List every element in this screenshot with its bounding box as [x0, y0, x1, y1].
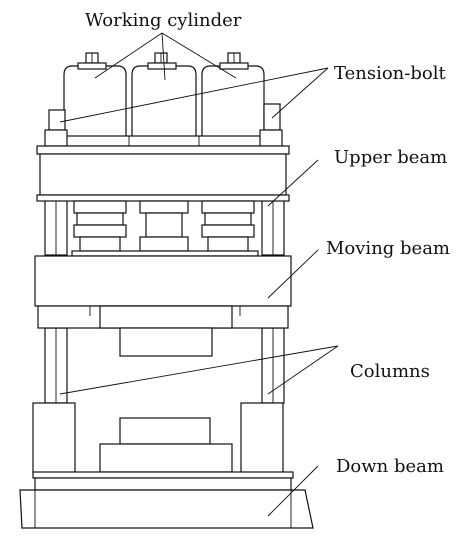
upper-die	[119, 327, 213, 357]
upper-beam	[36, 145, 290, 202]
cylinder-flange	[59, 135, 271, 147]
columns	[44, 194, 285, 404]
down-beam	[19, 477, 314, 529]
lower-frame	[32, 402, 294, 479]
working-cylinders	[59, 52, 271, 147]
label-columns: Columns	[350, 361, 430, 382]
leader-lines	[59, 32, 339, 517]
tension-bolt-left-top	[48, 109, 66, 131]
label-down-beam: Down beam	[336, 456, 444, 477]
pistons	[71, 200, 259, 257]
lower-die	[99, 417, 233, 473]
label-upper-beam: Upper beam	[334, 147, 447, 168]
tension-bolts	[44, 103, 283, 147]
tension-bolt-right-nut	[259, 129, 283, 147]
moving-beam	[34, 255, 292, 357]
column-base-right	[240, 402, 284, 474]
label-working-cylinder: Working cylinder	[85, 10, 242, 31]
tension-bolt-left-nut	[44, 129, 68, 147]
tension-bolt-right-top	[263, 103, 281, 131]
column-base-left	[32, 402, 76, 474]
cylinder-right	[201, 65, 265, 147]
cylinder-left	[63, 65, 127, 147]
label-moving-beam: Moving beam	[326, 238, 450, 259]
cylinder-middle	[131, 65, 197, 147]
upper-die-holder	[99, 305, 233, 329]
label-tension-bolt: Tension-bolt	[334, 63, 446, 84]
